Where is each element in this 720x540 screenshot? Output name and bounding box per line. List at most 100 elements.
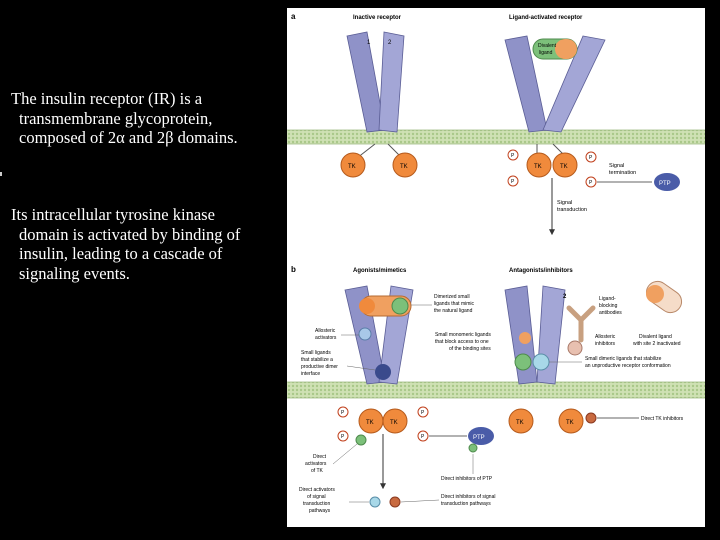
svg-text:TK: TK xyxy=(534,164,542,170)
svg-text:P: P xyxy=(421,434,425,440)
phosphate xyxy=(337,430,349,442)
text-line: domain is activated by binding of xyxy=(19,224,241,244)
text-line: Its intracellular tyrosine kinase xyxy=(11,205,215,224)
svg-text:P: P xyxy=(511,153,515,159)
kinase-domain xyxy=(552,152,578,178)
svg-text:termination: termination xyxy=(609,170,636,176)
svg-text:Small dimeric ligands that sta: Small dimeric ligands that stabilize xyxy=(585,356,662,362)
svg-text:activators: activators xyxy=(305,461,327,467)
svg-text:TK: TK xyxy=(390,420,398,426)
svg-text:of the binding sites: of the binding sites xyxy=(449,346,491,352)
kinase-domain xyxy=(382,408,408,434)
phosphate xyxy=(337,406,349,418)
svg-text:PTP: PTP xyxy=(659,181,671,187)
cell-membrane-a xyxy=(287,130,705,144)
phosphate xyxy=(507,149,519,161)
bullet-marker xyxy=(0,172,2,176)
tk-activator xyxy=(355,434,367,446)
phosphate xyxy=(417,406,429,418)
signal-activator xyxy=(369,496,381,508)
dimeric-stabilizer xyxy=(514,353,532,371)
svg-text:TK: TK xyxy=(560,164,568,170)
svg-text:pathways: pathways xyxy=(309,508,331,514)
svg-text:of TK: of TK xyxy=(311,468,324,474)
antagonists-title: Antagonists/inhibitors xyxy=(509,268,573,274)
inactive-receptor: 1 2 TK TK xyxy=(340,31,418,178)
allosteric-activator xyxy=(358,327,372,341)
svg-text:transduction: transduction xyxy=(303,501,330,507)
allosteric-inhibitor xyxy=(567,340,583,356)
svg-text:that stabilize a: that stabilize a xyxy=(301,357,333,363)
phosphate xyxy=(507,175,519,187)
svg-text:interface: interface xyxy=(301,371,320,377)
text-line: The insulin receptor (IR) is a xyxy=(11,89,203,108)
phosphate xyxy=(585,151,597,163)
receptor-diagram: a Inactive receptor Ligand-activated rec… xyxy=(287,8,705,527)
svg-text:with site 2 inactivated: with site 2 inactivated xyxy=(633,341,681,347)
cell-membrane-b xyxy=(287,382,705,398)
svg-text:an unproductive receptor confo: an unproductive receptor conformation xyxy=(585,363,671,369)
text-line: signaling events. xyxy=(19,263,130,283)
ptp-enzyme xyxy=(468,427,494,445)
kinase-domain xyxy=(558,408,584,434)
agonists-title: Agonists/mimetics xyxy=(353,268,407,274)
blocking-antibody xyxy=(566,305,596,343)
svg-text:Direct TK inhibitors: Direct TK inhibitors xyxy=(641,416,684,422)
tk-inhibitor xyxy=(585,412,597,424)
svg-text:Dimerized small: Dimerized small xyxy=(434,294,470,300)
subunit-1-label: 1 xyxy=(367,40,371,46)
svg-text:Direct inhibitors of signal: Direct inhibitors of signal xyxy=(441,494,495,500)
phosphate xyxy=(417,430,429,442)
stabilizing-ligand xyxy=(375,364,391,380)
svg-text:of signal: of signal xyxy=(307,494,326,500)
svg-text:ligand: ligand xyxy=(539,50,553,56)
svg-text:2: 2 xyxy=(563,294,567,300)
svg-text:blocking: blocking xyxy=(599,303,618,309)
svg-text:P: P xyxy=(341,434,345,440)
svg-text:Signal: Signal xyxy=(609,163,624,169)
subunit-2-label: 2 xyxy=(388,40,392,46)
ptp-inhibitor xyxy=(468,443,478,453)
svg-text:Direct activators: Direct activators xyxy=(299,487,335,493)
svg-text:antibodies: antibodies xyxy=(599,310,622,316)
phosphate xyxy=(585,176,597,188)
svg-text:TK: TK xyxy=(400,164,408,170)
signal-inhibitor xyxy=(389,496,401,508)
kinase-domain xyxy=(392,152,418,178)
svg-text:Allosteric: Allosteric xyxy=(595,334,616,340)
svg-text:P: P xyxy=(421,410,425,416)
panel-b-letter: b xyxy=(291,265,296,274)
paragraph-insulin-receptor: The insulin receptor (IR) is a transmemb… xyxy=(8,89,293,148)
svg-text:the natural ligand: the natural ligand xyxy=(434,308,473,314)
antagonist-receptor: 2 TK TK xyxy=(504,280,683,434)
svg-text:productive dimer: productive dimer xyxy=(301,364,338,370)
svg-text:Direct inhibitors of PTP: Direct inhibitors of PTP xyxy=(441,476,493,482)
paragraph-tyrosine-kinase: Its intracellular tyrosine kinase domain… xyxy=(8,205,293,283)
kinase-domain xyxy=(508,408,534,434)
kinase-domain xyxy=(526,152,552,178)
svg-text:P: P xyxy=(589,180,593,186)
svg-text:transduction: transduction xyxy=(557,207,587,213)
svg-text:Divalent: Divalent xyxy=(538,43,557,49)
svg-text:Allosteric: Allosteric xyxy=(315,328,336,334)
svg-text:Signal: Signal xyxy=(557,200,572,206)
inactive-receptor-title: Inactive receptor xyxy=(353,15,402,21)
svg-text:ligands that mimic: ligands that mimic xyxy=(434,301,475,307)
kinase-domain xyxy=(340,152,366,178)
svg-text:P: P xyxy=(341,410,345,416)
svg-text:inhibitors: inhibitors xyxy=(595,341,616,347)
svg-text:Small monomeric ligands: Small monomeric ligands xyxy=(435,332,491,338)
svg-text:transduction pathways: transduction pathways xyxy=(441,501,491,507)
active-receptor: Divalent ligand TK TK P P P P PTP Signal… xyxy=(504,35,680,236)
agonist-receptor: TK TK P P P P PTP xyxy=(337,285,494,508)
svg-text:TK: TK xyxy=(348,164,356,170)
svg-text:TK: TK xyxy=(566,420,574,426)
svg-text:activators: activators xyxy=(315,335,337,341)
svg-text:PTP: PTP xyxy=(473,435,485,441)
monomeric-blocker xyxy=(519,332,531,344)
svg-text:Direct: Direct xyxy=(313,454,327,460)
svg-text:TK: TK xyxy=(366,420,374,426)
svg-text:Divalent ligand: Divalent ligand xyxy=(639,334,672,340)
text-line: insulin, leading to a cascade of xyxy=(19,244,223,263)
svg-text:Small ligands: Small ligands xyxy=(301,350,331,356)
